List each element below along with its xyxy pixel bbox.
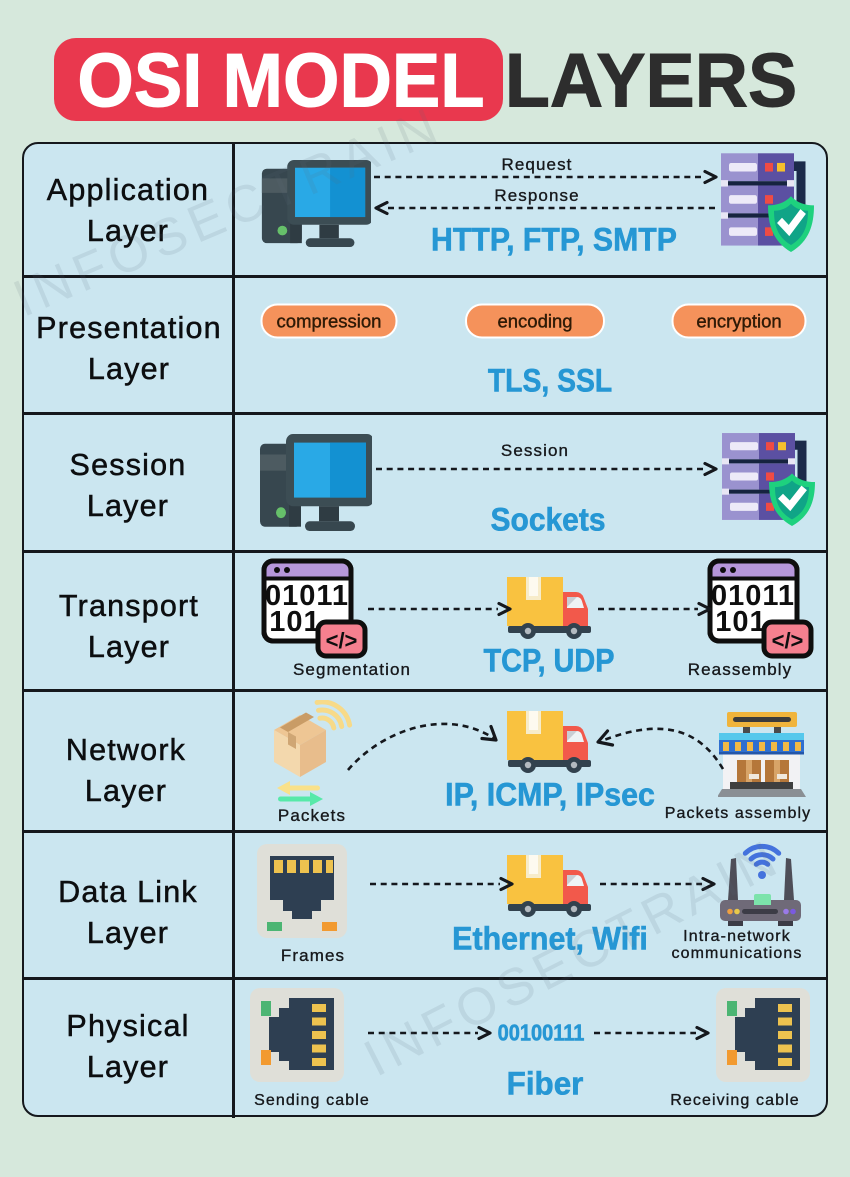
svg-text:</>: </>	[326, 628, 358, 653]
svg-text:101: 101	[715, 606, 766, 638]
svg-text:01011: 01011	[711, 580, 795, 612]
svg-text:01011: 01011	[265, 580, 349, 612]
svg-text:101: 101	[269, 606, 320, 638]
svg-text:</>: </>	[772, 628, 804, 653]
